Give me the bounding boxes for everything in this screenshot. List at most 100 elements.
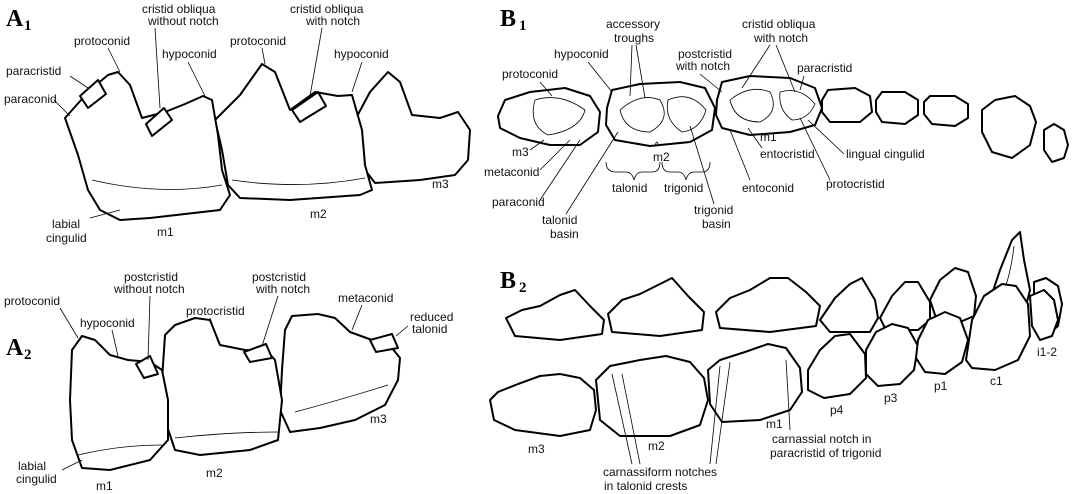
b2-tooth-m2 (595, 355, 709, 437)
b1-m2-inner (619, 97, 665, 133)
a1-label-paraconid: paraconid (4, 92, 57, 106)
a1-label-cristid-with-1: cristid obliqua (290, 2, 364, 16)
b1-lead-paraconid (539, 139, 581, 201)
b1-label-m1: m1 (760, 130, 777, 144)
a1-notch-3 (291, 91, 327, 123)
b1-lead-cristid-a (741, 44, 771, 89)
b1-lead-entoconid (729, 129, 751, 181)
a1-tooth-m2 (214, 63, 373, 201)
a2-notch-1 (135, 355, 159, 379)
a1-lead-hypoconid-2 (351, 61, 363, 93)
panel-letter-a2: A (6, 335, 24, 361)
b2-tooth-m1 (707, 343, 803, 423)
b1-label-trigonid-basin-1: trigonid (694, 203, 733, 217)
b2-lead-carnassiform-c (709, 365, 721, 465)
b1-label-protocristid: protocristid (826, 177, 885, 191)
b1-lead-entocristid (747, 127, 763, 149)
a1-lead-labial (89, 209, 121, 219)
b1-tooth-p1 (923, 95, 969, 127)
a1-label-m3: m3 (432, 177, 449, 191)
a2-lead-protocristid (209, 317, 219, 343)
b1-label-paracristid: paracristid (797, 61, 852, 75)
panel-a1: A 1 cristid obliqua without notch cristi… (4, 2, 471, 245)
b1-lead-metaconid (539, 139, 571, 171)
a1-lead-cristid-without (154, 27, 161, 109)
a1-m1-cingulid (91, 179, 223, 190)
a2-label-m3: m3 (370, 412, 387, 426)
b2-label-m3: m3 (528, 442, 545, 456)
b1-label-postcristid-2: with notch (675, 59, 730, 73)
a2-label-postcristid-without-2: without notch (113, 282, 185, 296)
a2-label-metaconid: metaconid (338, 291, 393, 305)
b1-label-hypoconid: hypoconid (554, 47, 609, 61)
a2-lead-reduced (395, 325, 409, 337)
b2-lead-carnassiform-a (611, 373, 633, 465)
a2-notch-2 (243, 343, 273, 363)
a2-label-labial-1: labial (18, 459, 46, 473)
b1-m2-trigonid (666, 96, 707, 133)
b1-tooth-p3 (875, 91, 919, 125)
a1-label-m1: m1 (157, 225, 174, 239)
b1-label-m3: m3 (512, 145, 529, 159)
b1-label-m2: m2 (653, 150, 670, 164)
b1-lead-trigonid-basin (689, 125, 715, 205)
b1-label-accessory-2: troughs (614, 31, 654, 45)
a2-lead-protoconid (59, 307, 79, 339)
b1-label-metaconid: metaconid (484, 165, 539, 179)
b2-lead-carnassiform-b (621, 373, 641, 465)
b2-upper-m3 (505, 289, 605, 341)
a2-label-m1: m1 (96, 479, 113, 493)
b1-brace-talonid (605, 161, 661, 181)
b2-label-carnassial-2: paracristid of trigonid (770, 446, 881, 460)
a2-notch-3 (369, 333, 399, 353)
b1-label-talonid: talonid (612, 181, 647, 195)
panel-sub-a1: 1 (24, 18, 32, 34)
b1-tooth-p4 (821, 87, 873, 123)
panel-letter-b1: B (500, 6, 516, 32)
panel-a2: A 2 postcristid without notch postcristi… (4, 270, 453, 493)
panel-b2: B 2 i1-2 c1 p1 p3 p4 m1 m2 m3 carnassial… (489, 231, 1063, 493)
a1-label-protoconid-2: protoconid (230, 34, 286, 48)
a1-notch-1 (79, 79, 107, 109)
b2-tooth-p3 (865, 323, 919, 387)
a1-lead-cristid-with (309, 27, 323, 97)
b2-tooth-p1 (915, 311, 969, 375)
a2-m3-inner (294, 384, 389, 413)
b1-m3-inner (532, 97, 586, 136)
a2-lead-postcristid-with (261, 295, 279, 347)
b2-tooth-p4 (807, 333, 867, 399)
b1-label-trigonid-basin-2: basin (702, 217, 731, 231)
b1-lead-m3 (529, 139, 545, 151)
b2-label-p1: p1 (934, 379, 948, 393)
b1-tooth-m2 (605, 81, 716, 147)
b1-label-protoconid: protoconid (502, 67, 558, 81)
panel-sub-a2: 2 (24, 347, 32, 363)
b1-brace-trigonid (661, 161, 711, 181)
a1-label-labial-2: cingulid (46, 231, 87, 245)
a2-lead-postcristid-without (147, 295, 151, 361)
b1-m1-trigonid (779, 90, 816, 121)
a2-lead-labial (61, 459, 83, 471)
a2-label-postcristid-with-2: with notch (255, 282, 310, 296)
b1-lead-cristid-b (775, 44, 796, 93)
b1-m1-inner (729, 88, 774, 123)
panel-letter-b2: B (500, 268, 516, 294)
b1-label-cristid-with-2: with notch (753, 31, 808, 45)
b1-lead-lingual (807, 119, 845, 155)
b1-label-talonid-basin-1: talonid (542, 213, 577, 227)
b2-upper-m1 (715, 277, 821, 333)
panel-b1: B 1 accessory troughs cristid obliqua wi… (484, 6, 1069, 241)
a2-label-postcristid-with-1: postcristid (252, 270, 306, 284)
a1-lead-protoconid-1 (107, 47, 121, 73)
b2-lead-carnassiform-d (715, 361, 731, 465)
a2-tooth-m3 (279, 313, 401, 433)
a1-label-protoconid-1: protoconid (74, 34, 130, 48)
a1-label-cristid-without-1: cristid obliqua (142, 2, 216, 16)
a2-lead-metaconid (351, 304, 363, 331)
a2-label-labial-2: cingulid (16, 472, 57, 486)
b2-lead-carnassial (785, 359, 791, 431)
b1-lead-talonid-basin (565, 131, 619, 215)
b1-caret: ^ (654, 139, 660, 153)
